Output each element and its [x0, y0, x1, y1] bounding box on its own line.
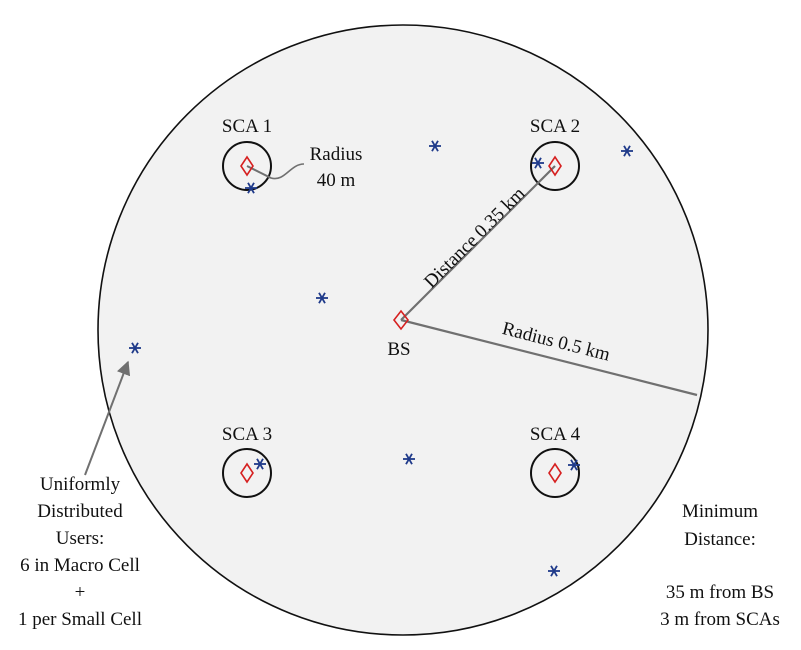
min-distance-note-line2: Distance: [684, 529, 756, 550]
distance-line [400, 165, 556, 321]
user-asterisk-marker [254, 458, 266, 470]
user-asterisk-marker [316, 292, 328, 304]
min-distance-note-line5: 3 m from SCAs [660, 609, 780, 630]
min-distance-note-line4: 35 m from BS [666, 582, 774, 603]
bs-label: BS [387, 339, 410, 360]
small-cell-radius-label-line1: Radius [310, 144, 363, 165]
user-asterisk-marker [403, 453, 415, 465]
sca-2-label: SCA 2 [530, 116, 580, 137]
small-cell-1-boundary [222, 141, 272, 191]
users-note-line4: 6 in Macro Cell [20, 555, 140, 576]
user-asterisk-marker [129, 342, 141, 354]
radius-leader-line [270, 163, 305, 180]
base-station-marker [392, 309, 410, 331]
macro-radius-line [400, 318, 698, 397]
min-distance-note-line1: Minimum [682, 501, 758, 522]
users-note-line2: Distributed [37, 501, 123, 522]
user-asterisk-marker [245, 182, 257, 194]
user-asterisk-marker [429, 140, 441, 152]
small-cell-2-boundary [530, 141, 580, 191]
macro-cell-boundary [97, 24, 709, 636]
users-note-line5: + [75, 582, 86, 603]
user-asterisk-marker [621, 145, 633, 157]
user-asterisk-marker [568, 459, 580, 471]
sca-1-marker [240, 155, 254, 177]
sca-3-marker [240, 462, 254, 484]
sca-1-label: SCA 1 [222, 116, 272, 137]
small-cell-3-boundary [222, 448, 272, 498]
sca-4-marker [548, 462, 562, 484]
user-markers [129, 140, 633, 577]
sca-3-label: SCA 3 [222, 424, 272, 445]
small-cell-4-boundary [530, 448, 580, 498]
user-asterisk-marker [532, 157, 544, 169]
users-note-line1: Uniformly [40, 474, 121, 495]
sca-2-marker [548, 155, 562, 177]
users-pointer-arrow [84, 360, 131, 476]
small-cell-radius-label-line2: 40 m [317, 170, 356, 191]
sca-4-label: SCA 4 [530, 424, 581, 445]
users-note-line6: 1 per Small Cell [18, 609, 142, 630]
users-note-line3: Users: [56, 528, 105, 549]
user-asterisk-marker [548, 565, 560, 577]
